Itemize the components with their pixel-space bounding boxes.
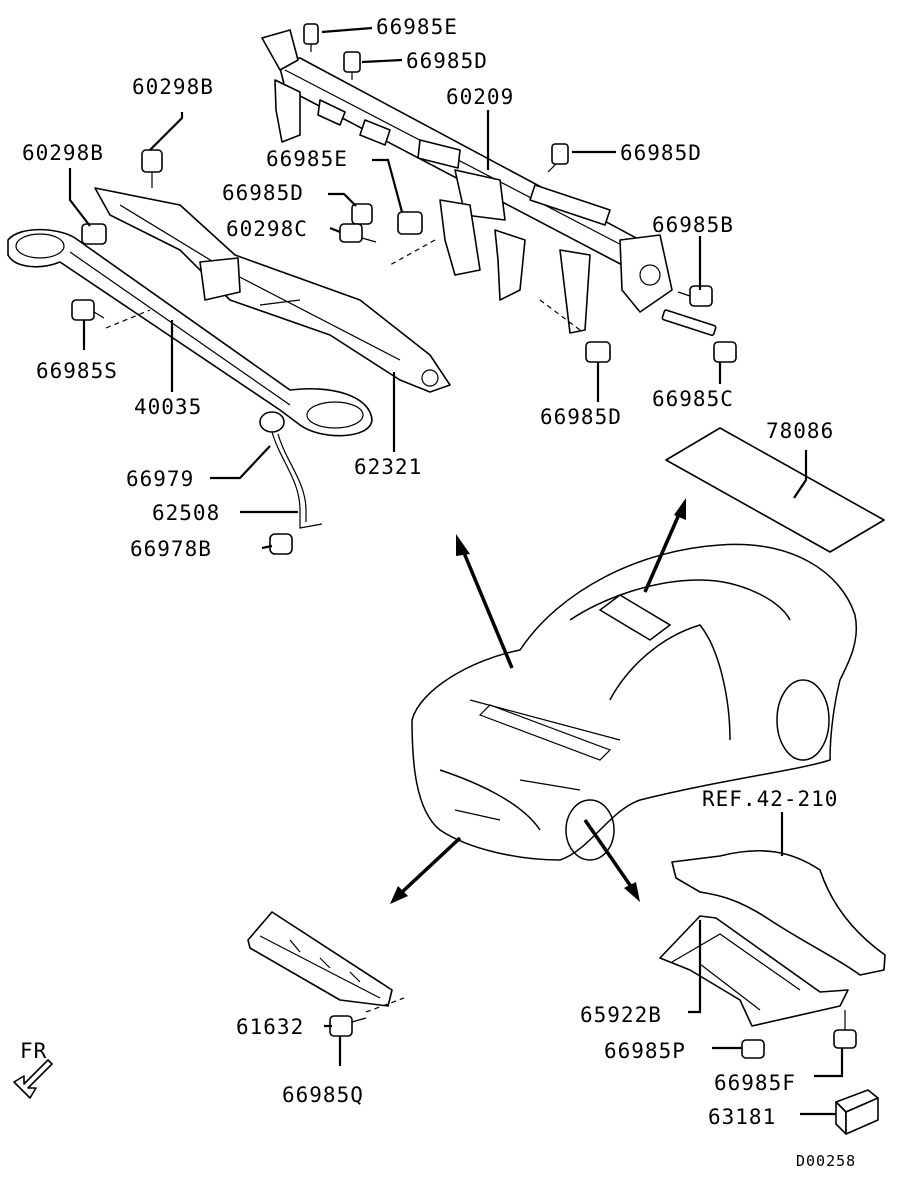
bolt-66985D-left (351, 203, 373, 225)
part-labels: 66985E 66985D 60298B 60209 60298B 66985E… (20, 15, 856, 1170)
bolt-66985F (833, 1010, 857, 1049)
front-direction-indicator (13, 1059, 53, 1099)
bolt-66985S (71, 299, 105, 321)
label-66985Q: 66985Q (282, 1083, 364, 1107)
bolt-60298B-a (141, 149, 163, 188)
bolt-66985C (661, 309, 737, 363)
label-60298B-a: 60298B (132, 75, 214, 99)
bolt-66985P (741, 1039, 765, 1059)
label-fr: FR (20, 1039, 47, 1063)
dash-crossmember-60209 (261, 29, 673, 334)
label-66985C: 66985C (652, 387, 734, 411)
strut-bar-40035 (7, 228, 373, 437)
clip-63181 (835, 1089, 879, 1135)
bolt-60298C (339, 223, 377, 243)
leader-lines (68, 26, 844, 1116)
label-66985P: 66985P (604, 1039, 686, 1063)
label-60209: 60209 (446, 85, 514, 109)
hose-62508 (259, 411, 323, 529)
bolt-66985D-low (585, 341, 611, 363)
label-66985E-top: 66985E (376, 15, 458, 39)
label-78086: 78086 (766, 419, 834, 443)
label-65922B: 65922B (580, 1003, 662, 1027)
label-66985B: 66985B (652, 213, 734, 237)
label-66985F: 66985F (714, 1071, 796, 1095)
label-60298B-b: 60298B (22, 141, 104, 165)
label-62508: 62508 (152, 501, 220, 525)
pad-78086 (665, 427, 885, 553)
skid-plate-65922B (659, 915, 849, 1027)
bolt-66985D-top (343, 51, 361, 80)
label-66985E-mid: 66985E (266, 147, 348, 171)
label-66985D-low: 66985D (540, 405, 622, 429)
label-63181: 63181 (708, 1105, 776, 1129)
bolt-66985Q (329, 1015, 367, 1037)
label-40035: 40035 (134, 395, 202, 419)
bolt-66985E-top (303, 23, 319, 52)
label-ref-42-210: REF.42-210 (702, 787, 838, 811)
ref-panel (671, 849, 886, 976)
label-66979: 66979 (126, 467, 194, 491)
label-66985D-left: 66985D (222, 181, 304, 205)
bolt-66985B (677, 285, 713, 307)
bolt-60298B-b (81, 223, 107, 245)
undercover-61632 (247, 911, 393, 1007)
diagram-id: D00258 (796, 1152, 856, 1170)
label-66985D-right: 66985D (620, 141, 702, 165)
car-body (411, 543, 858, 861)
callout-arrows (390, 498, 686, 904)
label-66985D-top: 66985D (406, 49, 488, 73)
label-62321: 62321 (354, 455, 422, 479)
nut-66978B (269, 533, 293, 555)
label-61632: 61632 (236, 1015, 304, 1039)
bolt-66985E-mid (397, 211, 423, 235)
bolt-66985D-right (547, 143, 569, 173)
label-66978B: 66978B (130, 537, 212, 561)
label-60298C: 60298C (226, 217, 308, 241)
label-66985S: 66985S (36, 359, 118, 383)
front-crossmember-62321 (94, 187, 451, 393)
